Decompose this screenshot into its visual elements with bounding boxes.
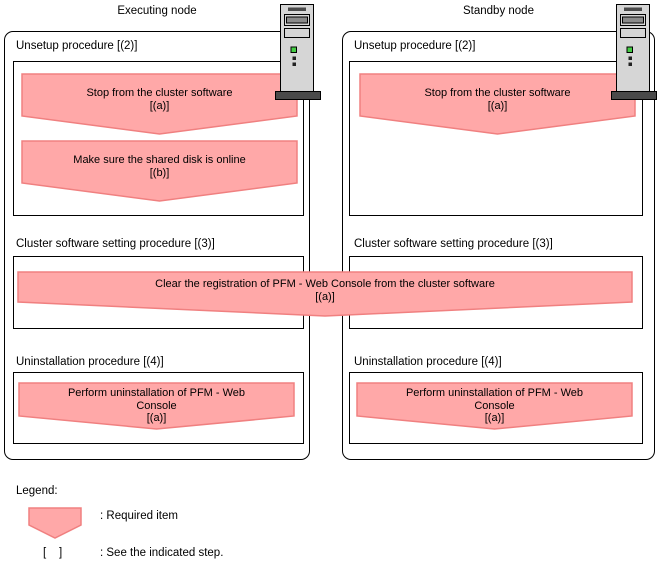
required-item-shape: [17, 271, 633, 317]
uninstallation-procedure-label: Uninstallation procedure [(4)]: [16, 356, 164, 368]
required-item-shape: [18, 382, 295, 430]
step-perform-uninstallation: Perform uninstallation of PFM - Web Cons…: [356, 382, 633, 431]
step-ref: [(a)]: [315, 291, 335, 303]
legend-see-step-label: : See the indicated step.: [100, 547, 224, 559]
step-line: Perform uninstallation of PFM - Web: [405, 387, 584, 399]
standby-node-title: Standby node: [463, 5, 534, 17]
executing-node-title: Executing node: [117, 5, 197, 17]
step-stop-cluster-software: Stop from the cluster software [(a)]: [359, 73, 636, 136]
step-line: Stop from the cluster software: [86, 87, 233, 99]
step-ref: [(a)]: [146, 412, 167, 424]
step-perform-uninstallation: Perform uninstallation of PFM - Web Cons…: [18, 382, 295, 431]
legend-title: Legend:: [16, 485, 58, 497]
executing-node-panel: Executing node Unsetup procedure [(2)] S…: [4, 0, 310, 470]
required-item-shape: [359, 73, 636, 135]
step-line: Stop from the cluster software: [424, 87, 571, 99]
step-ref: [(b)]: [149, 167, 170, 179]
step-shared-disk-online: Make sure the shared disk is online [(b)…: [21, 140, 298, 203]
step-text: Make sure the shared disk is online [(b)…: [21, 140, 298, 180]
required-item-shape: [28, 507, 82, 539]
step-line: Console: [136, 399, 177, 412]
cluster-setting-procedure-label: Cluster software setting procedure [(3)]: [354, 238, 553, 250]
step-ref: [(a)]: [487, 100, 508, 112]
step-text: Clear the registration of PFM - Web Cons…: [17, 271, 633, 304]
legend-required-item-label: : Required item: [100, 510, 178, 522]
unsetup-procedure-label: Unsetup procedure [(2)]: [16, 40, 138, 52]
cluster-setting-procedure-label: Cluster software setting procedure [(3)]: [16, 238, 215, 250]
legend-brackets-symbol: [ ]: [43, 547, 63, 559]
step-line: Perform uninstallation of PFM - Web: [67, 387, 246, 399]
step-ref: [(a)]: [484, 412, 505, 424]
required-item-shape: [356, 382, 633, 430]
step-line: Make sure the shared disk is online: [73, 154, 246, 166]
standby-node-panel: Standby node Unsetup procedure [(2)] Sto…: [342, 0, 655, 470]
step-text: Stop from the cluster software [(a)]: [21, 73, 298, 113]
server-icon: [611, 4, 657, 100]
step-text: Perform uninstallation of PFM - Web Cons…: [356, 382, 633, 425]
step-text: Stop from the cluster software [(a)]: [359, 73, 636, 113]
required-item-shape: [21, 140, 298, 202]
server-icon: [275, 4, 321, 100]
uninstallation-procedure-label: Uninstallation procedure [(4)]: [354, 356, 502, 368]
step-text: Perform uninstallation of PFM - Web Cons…: [18, 382, 295, 425]
step-line: Clear the registration of PFM - Web Cons…: [155, 278, 495, 290]
step-line: Console: [474, 399, 515, 412]
unsetup-procedure-label: Unsetup procedure [(2)]: [354, 40, 476, 52]
required-item-shape: [21, 73, 298, 135]
step-clear-registration-banner: Clear the registration of PFM - Web Cons…: [17, 271, 633, 318]
step-ref: [(a)]: [149, 100, 170, 112]
step-stop-cluster-software: Stop from the cluster software [(a)]: [21, 73, 298, 136]
